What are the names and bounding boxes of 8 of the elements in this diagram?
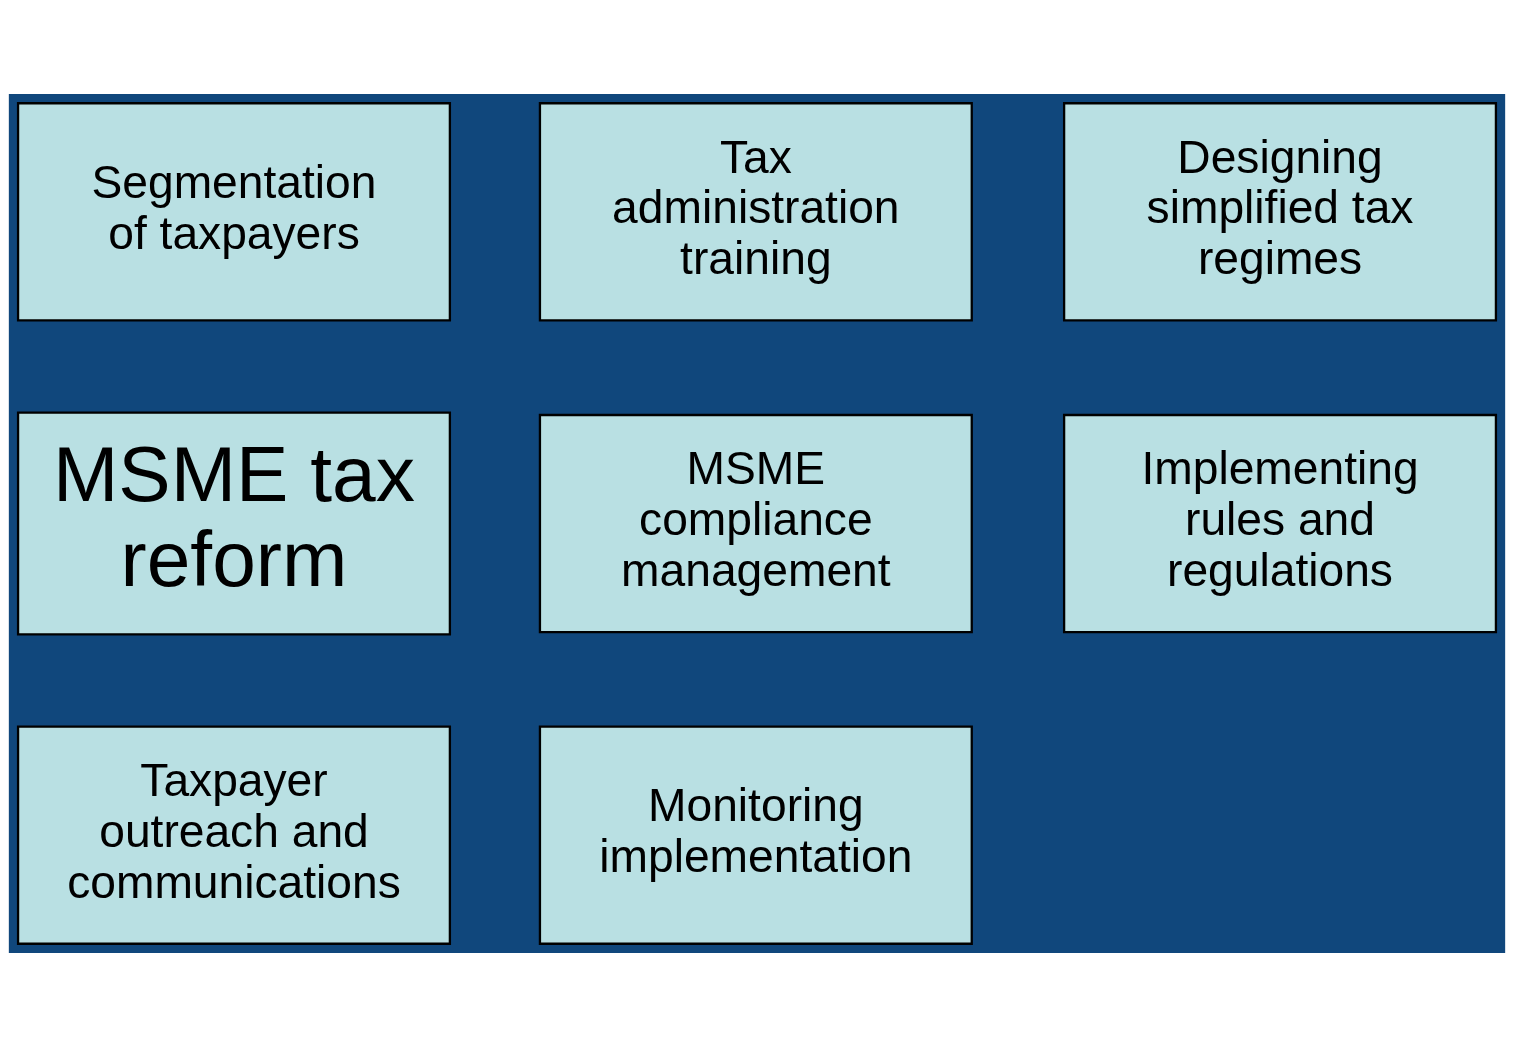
node-box: Implementing rules and regulations — [1062, 413, 1498, 634]
node-box: Tax administration training — [538, 102, 973, 322]
node-box: MSME tax reform — [16, 411, 452, 636]
node-box: Taxpayer outreach and communications — [16, 725, 452, 945]
node-box: Monitoring implementation — [538, 725, 973, 945]
node-box: MSME compliance management — [538, 413, 973, 634]
node-box: Segmentation of taxpayers — [16, 102, 452, 322]
node-box: Designing simplified tax regimes — [1062, 102, 1498, 322]
